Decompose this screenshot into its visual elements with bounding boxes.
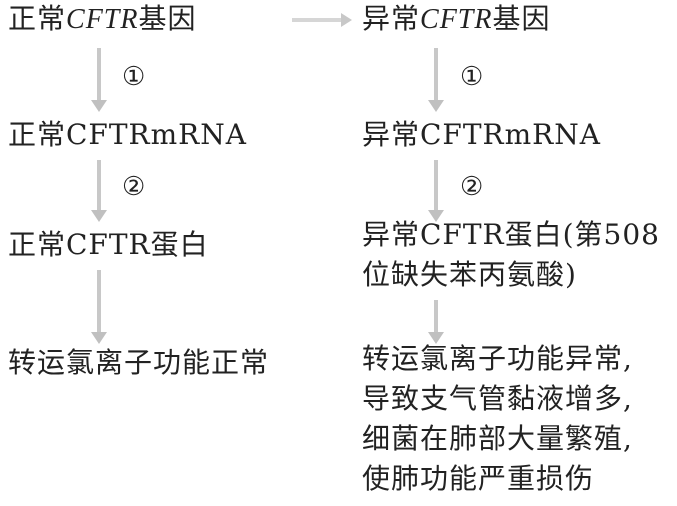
abnormal-gene-prefix: 异常 (362, 2, 421, 35)
arrow-abnormal-transcription (428, 48, 444, 112)
abnormal-gene-italic: CFTR (420, 4, 493, 35)
arrow-abnormal-function (428, 300, 444, 344)
abnormal-outcome-line-1: 转运氯离子功能异常, (362, 342, 633, 375)
abnormal-mrna-node: 异常CFTRmRNA (362, 118, 601, 151)
step-2-label-right: ② (460, 172, 484, 202)
abnormal-outcome-line-2: 导致支气管黏液增多, (362, 382, 633, 415)
normal-mrna-node: 正常CFTRmRNA (8, 118, 247, 151)
normal-gene-italic: CFTR (66, 4, 139, 35)
arrow-normal-translation (91, 160, 107, 222)
abnormal-gene-node: 异常CFTR基因 (362, 0, 551, 39)
arrow-abnormal-translation (428, 160, 444, 222)
abnormal-gene-suffix: 基因 (492, 2, 551, 35)
step-1-label-left: ① (122, 62, 146, 92)
abnormal-outcome-line-3: 细菌在肺部大量繁殖, (362, 422, 633, 455)
normal-gene-node: 正常CFTR基因 (8, 0, 197, 39)
abnormal-outcome-line-4: 使肺功能严重损伤 (362, 462, 595, 495)
step-2-label-left: ② (122, 172, 146, 202)
step-1-label-right: ① (460, 62, 484, 92)
normal-outcome-node: 转运氯离子功能正常 (8, 346, 270, 379)
arrow-normal-function (91, 270, 107, 344)
arrow-mutation (292, 13, 352, 27)
normal-gene-prefix: 正常 (8, 2, 67, 35)
abnormal-protein-line-2: 位缺失苯丙氨酸) (362, 258, 577, 291)
normal-protein-node: 正常CFTR蛋白 (8, 228, 209, 261)
abnormal-protein-line-1: 异常CFTR蛋白(第508 (362, 218, 660, 251)
arrow-normal-transcription (91, 48, 107, 112)
normal-gene-suffix: 基因 (138, 2, 197, 35)
